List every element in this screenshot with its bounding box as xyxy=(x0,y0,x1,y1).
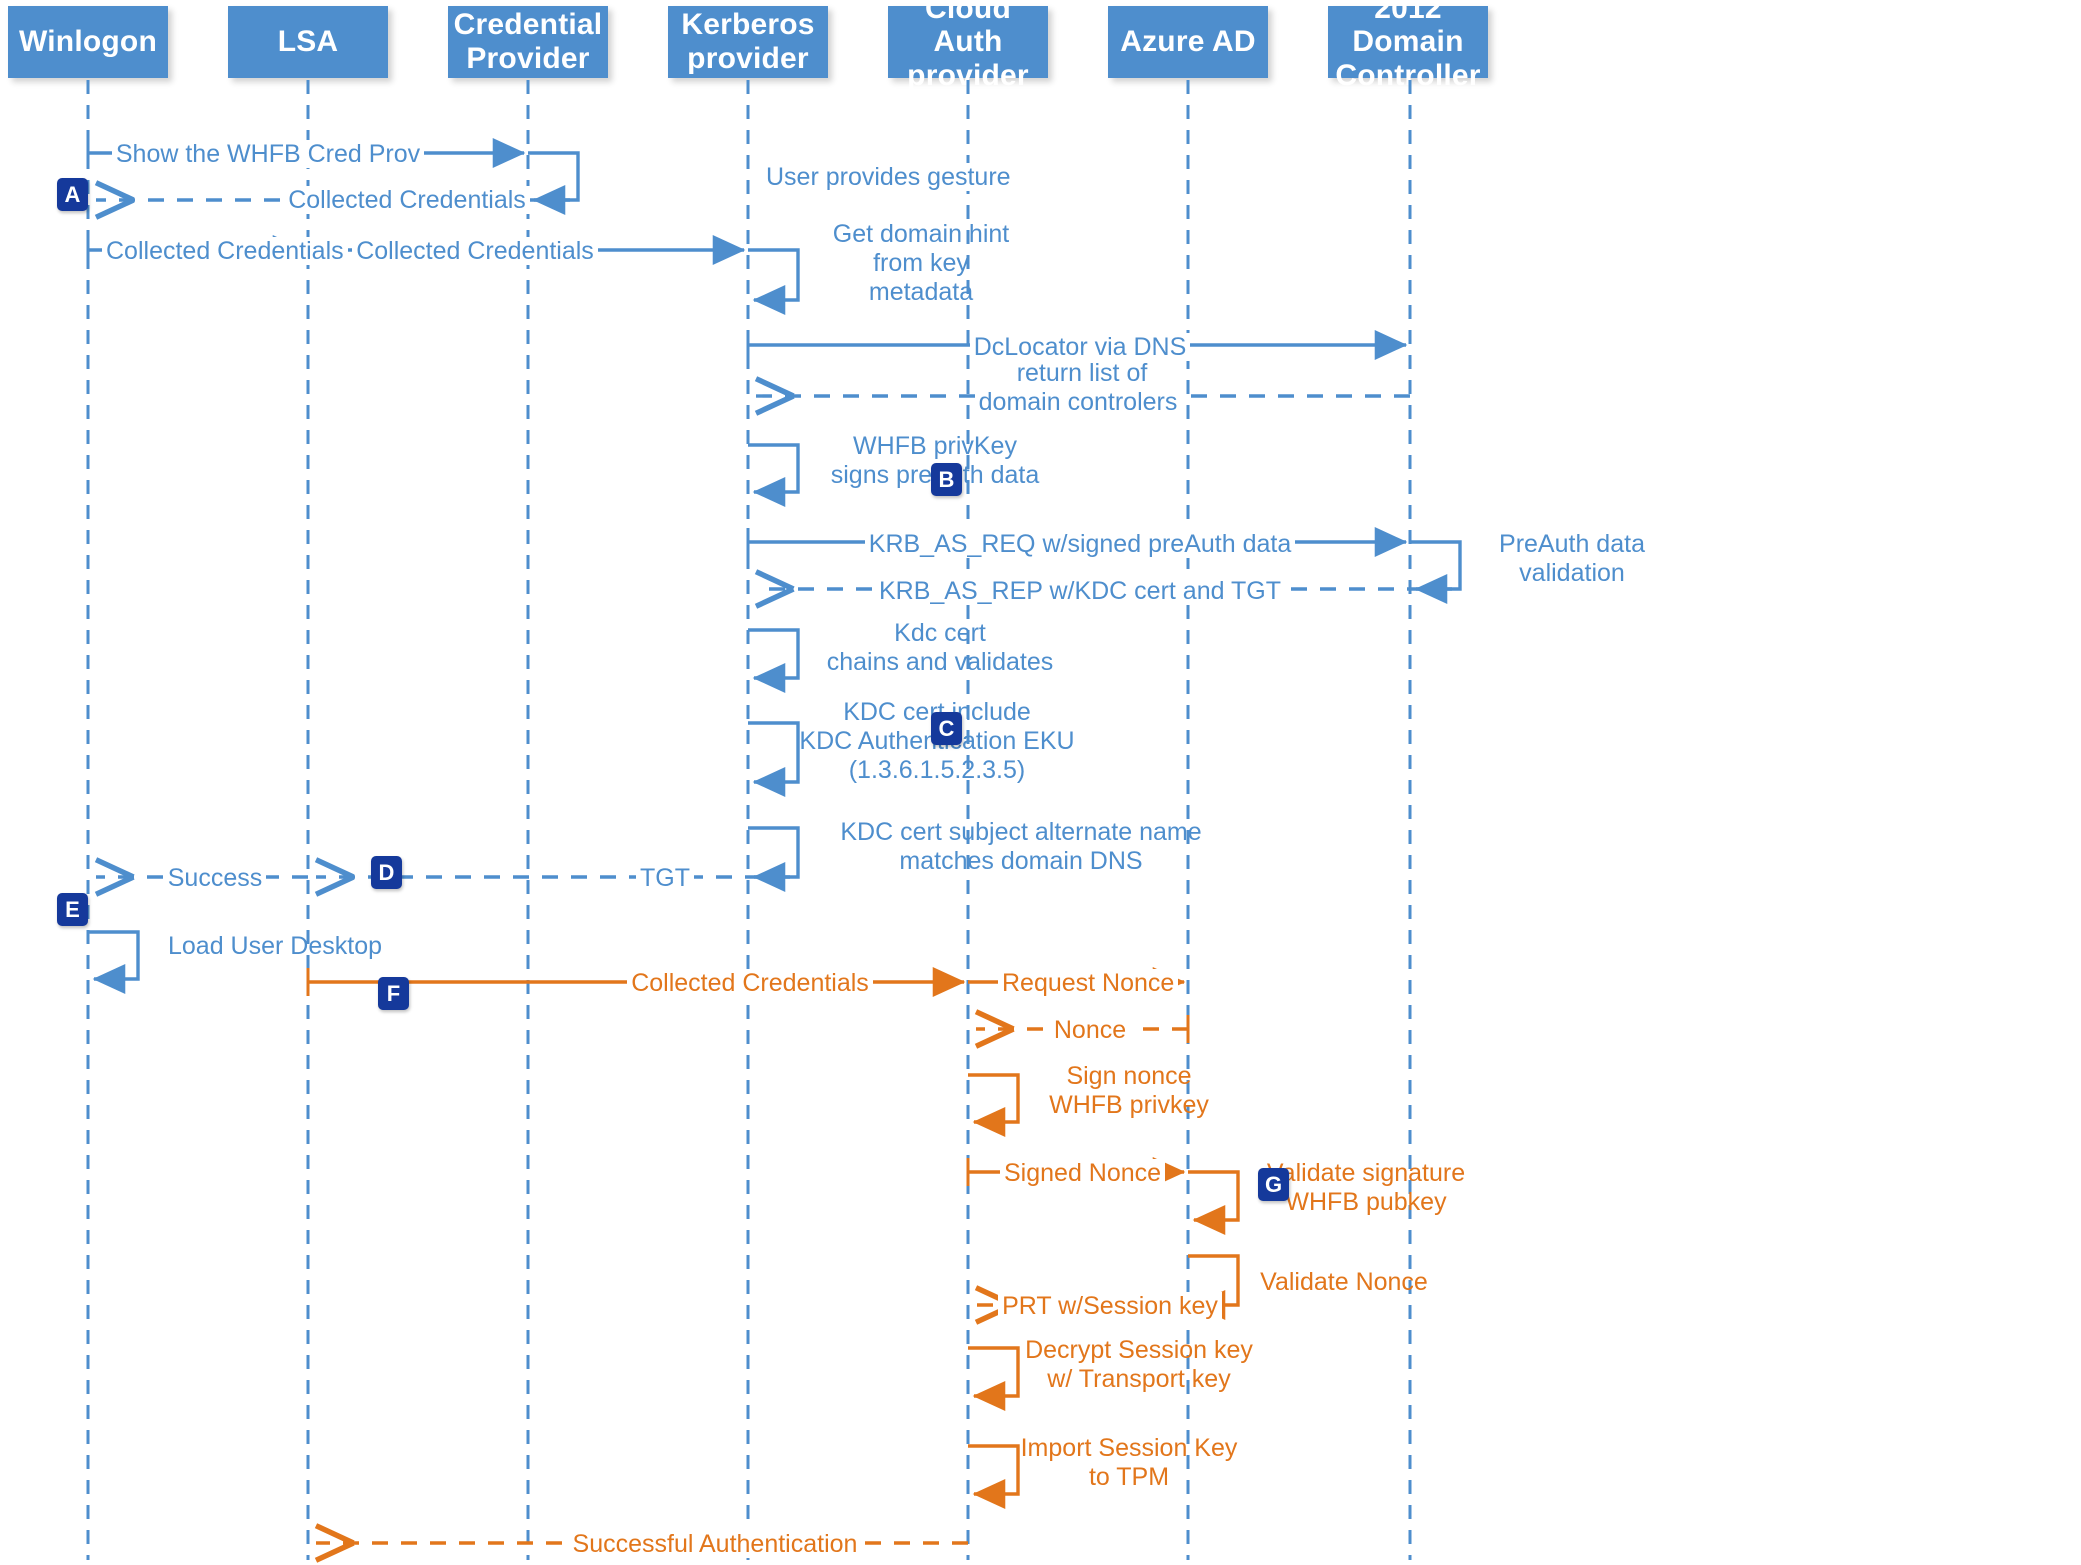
step-badge-a[interactable]: A xyxy=(57,178,88,211)
message-label-request-nonce: Request Nonce xyxy=(998,969,1179,998)
lane-header-azure-ad[interactable]: Azure AD xyxy=(1108,6,1268,78)
lane-header-kerberos-provider[interactable]: Kerberos provider xyxy=(668,6,828,78)
message-label-get-domain-hint: Get domain hint from key metadata xyxy=(832,220,1010,306)
message-label-dclocator-via-dns: DcLocator via DNS xyxy=(930,333,1230,362)
step-badge-c[interactable]: C xyxy=(931,712,962,745)
lane-header-2012-domain-controller[interactable]: 2012 Domain Controller xyxy=(1328,0,1488,92)
message-label-prt-with-session-key: PRT w/Session key xyxy=(990,1292,1230,1321)
step-badge-e[interactable]: E xyxy=(57,893,88,926)
lane-label: 2012 Domain Controller xyxy=(1335,0,1481,92)
message-label-import-session-key-to-tpm: Import Session Key to TPM xyxy=(1020,1434,1238,1491)
message-label-collected-credentials-winlogon-lsa: Collected Credentials xyxy=(102,237,348,266)
message-label-user-provides-gesture: User provides gesture xyxy=(762,163,1052,192)
message-label-collected-credentials-lsa-kerberos: Collected Credentials xyxy=(330,237,620,266)
message-label-show-whfb-cred-prov: Show the WHFB Cred Prov xyxy=(108,140,428,169)
step-badge-b[interactable]: B xyxy=(931,463,962,496)
message-label-collected-credentials-lsa-cloudauth: Collected Credentials xyxy=(600,969,900,998)
message-label-sign-nonce-whfb-privkey: Sign nonce WHFB privkey xyxy=(1049,1062,1209,1119)
message-label-success: Success xyxy=(150,864,280,893)
message-label-return-list-domain-controllers: return list of domain controlers xyxy=(930,359,1230,417)
lane-header-credential-provider[interactable]: Credential Provider xyxy=(448,6,608,78)
lane-label: Azure AD xyxy=(1120,25,1256,59)
lane-label: LSA xyxy=(277,25,339,59)
message-label-krb-as-req: KRB_AS_REQ w/signed preAuth data xyxy=(820,530,1340,559)
message-label-nonce: Nonce xyxy=(1035,1016,1145,1045)
message-label-collected-credentials-credprov-winlogon: Collected Credentials xyxy=(267,186,547,215)
message-label-successful-authentication: Successful Authentication xyxy=(550,1530,880,1559)
message-label-kdc-cert-chains-validates: Kdc cert chains and validates xyxy=(826,619,1054,676)
message-label-krb-as-rep: KRB_AS_REP w/KDC cert and TGT xyxy=(840,577,1320,606)
lane-label: Kerberos provider xyxy=(681,8,815,75)
step-badge-d[interactable]: D xyxy=(371,856,402,889)
message-label-load-user-desktop: Load User Desktop xyxy=(168,932,383,960)
message-label-whfb-privkey-signs-preauth: WHFB privKey signs preAuth data xyxy=(830,432,1040,489)
step-badge-g[interactable]: G xyxy=(1258,1168,1289,1201)
message-label-validate-nonce: Validate Nonce xyxy=(1260,1268,1428,1296)
lane-label: Winlogon xyxy=(19,25,157,59)
lane-header-winlogon[interactable]: Winlogon xyxy=(8,6,168,78)
message-label-kdc-cert-subject-alt-name: KDC cert subject alternate name matches … xyxy=(840,818,1202,875)
message-label-signed-nonce: Signed Nonce xyxy=(1000,1159,1166,1188)
message-label-preauth-data-validation: PreAuth data validation xyxy=(1499,530,1645,587)
step-badge-f[interactable]: F xyxy=(378,977,409,1010)
message-label-decrypt-session-key: Decrypt Session key w/ Transport key xyxy=(1025,1336,1253,1393)
lane-header-lsa[interactable]: LSA xyxy=(228,6,388,78)
message-label-tgt: TGT xyxy=(615,864,715,893)
lane-label: Credential Provider xyxy=(453,8,603,75)
